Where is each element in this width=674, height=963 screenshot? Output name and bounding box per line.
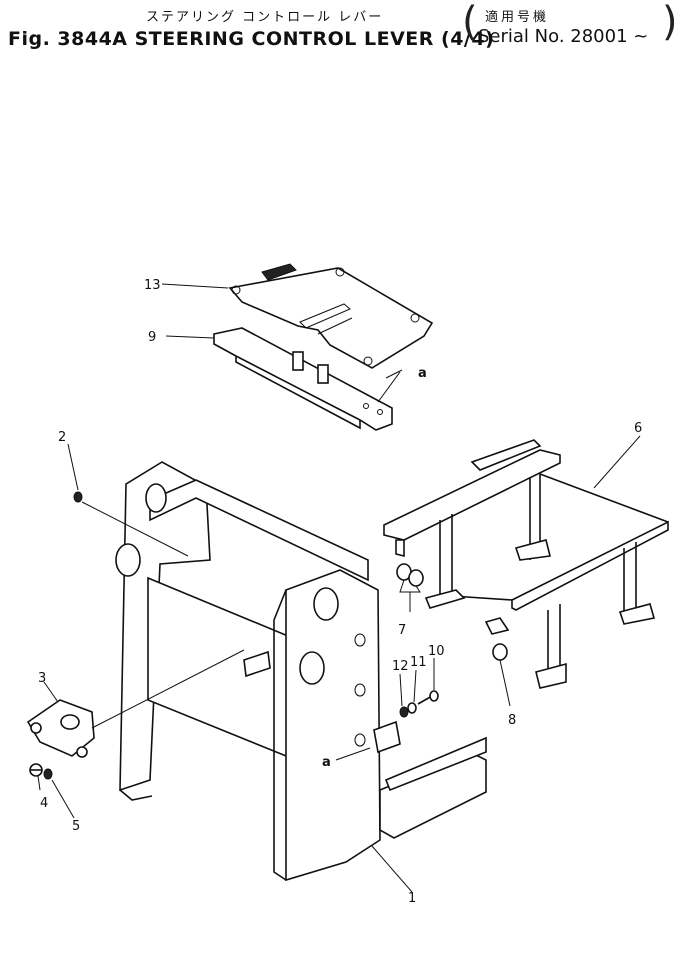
callout-11: 11 — [410, 655, 427, 670]
callout-3: 3 — [38, 671, 46, 686]
serial-number-range: Serial No. 28001 ~ — [478, 26, 649, 47]
leader-lines — [37, 283, 641, 893]
reference-arrow-bottom — [335, 747, 371, 761]
callout-1: 1 — [408, 891, 416, 906]
part-7-collars — [396, 563, 424, 612]
figure-title: Fig. 3844A STEERING CONTROL LEVER (4/4) — [8, 28, 495, 50]
part-5-washer — [43, 768, 53, 780]
callout-12: 12 — [392, 659, 409, 674]
bracket-right-icon: ) — [662, 2, 674, 42]
part-11-washer — [407, 702, 417, 714]
callout-6: 6 — [634, 421, 642, 436]
part-12-washer — [399, 706, 409, 718]
part-6-mounting-frame — [383, 439, 669, 689]
callout-5: 5 — [72, 819, 80, 834]
part-10-bolt — [417, 690, 439, 705]
part-1-main-housing — [115, 461, 487, 882]
callout-8: 8 — [508, 713, 516, 728]
callout-7: 7 — [398, 623, 406, 638]
reference-label-a-bottom: a — [322, 755, 331, 770]
callout-13: 13 — [144, 278, 161, 293]
reference-arrow-top — [385, 369, 403, 379]
part-3-plate — [26, 649, 245, 758]
callout-4: 4 — [40, 796, 48, 811]
bracket-left-icon: ( — [462, 0, 478, 45]
part-8-collar — [492, 643, 511, 707]
part-2-bolt — [73, 491, 189, 557]
part-9-lever-bracket — [213, 327, 401, 431]
callout-10: 10 — [428, 644, 445, 659]
callout-2: 2 — [58, 430, 66, 445]
diagram-header: ステアリング コントロール レバー Fig. 3844A STEERING CO… — [0, 0, 674, 70]
serial-label-japanese: 適用号機 — [485, 10, 550, 25]
title-japanese: ステアリング コントロール レバー — [146, 10, 384, 25]
reference-label-a-top: a — [418, 366, 427, 381]
part-13-cover-plate — [228, 263, 434, 369]
callout-9: 9 — [148, 330, 156, 345]
part-4-bolt — [29, 763, 43, 777]
